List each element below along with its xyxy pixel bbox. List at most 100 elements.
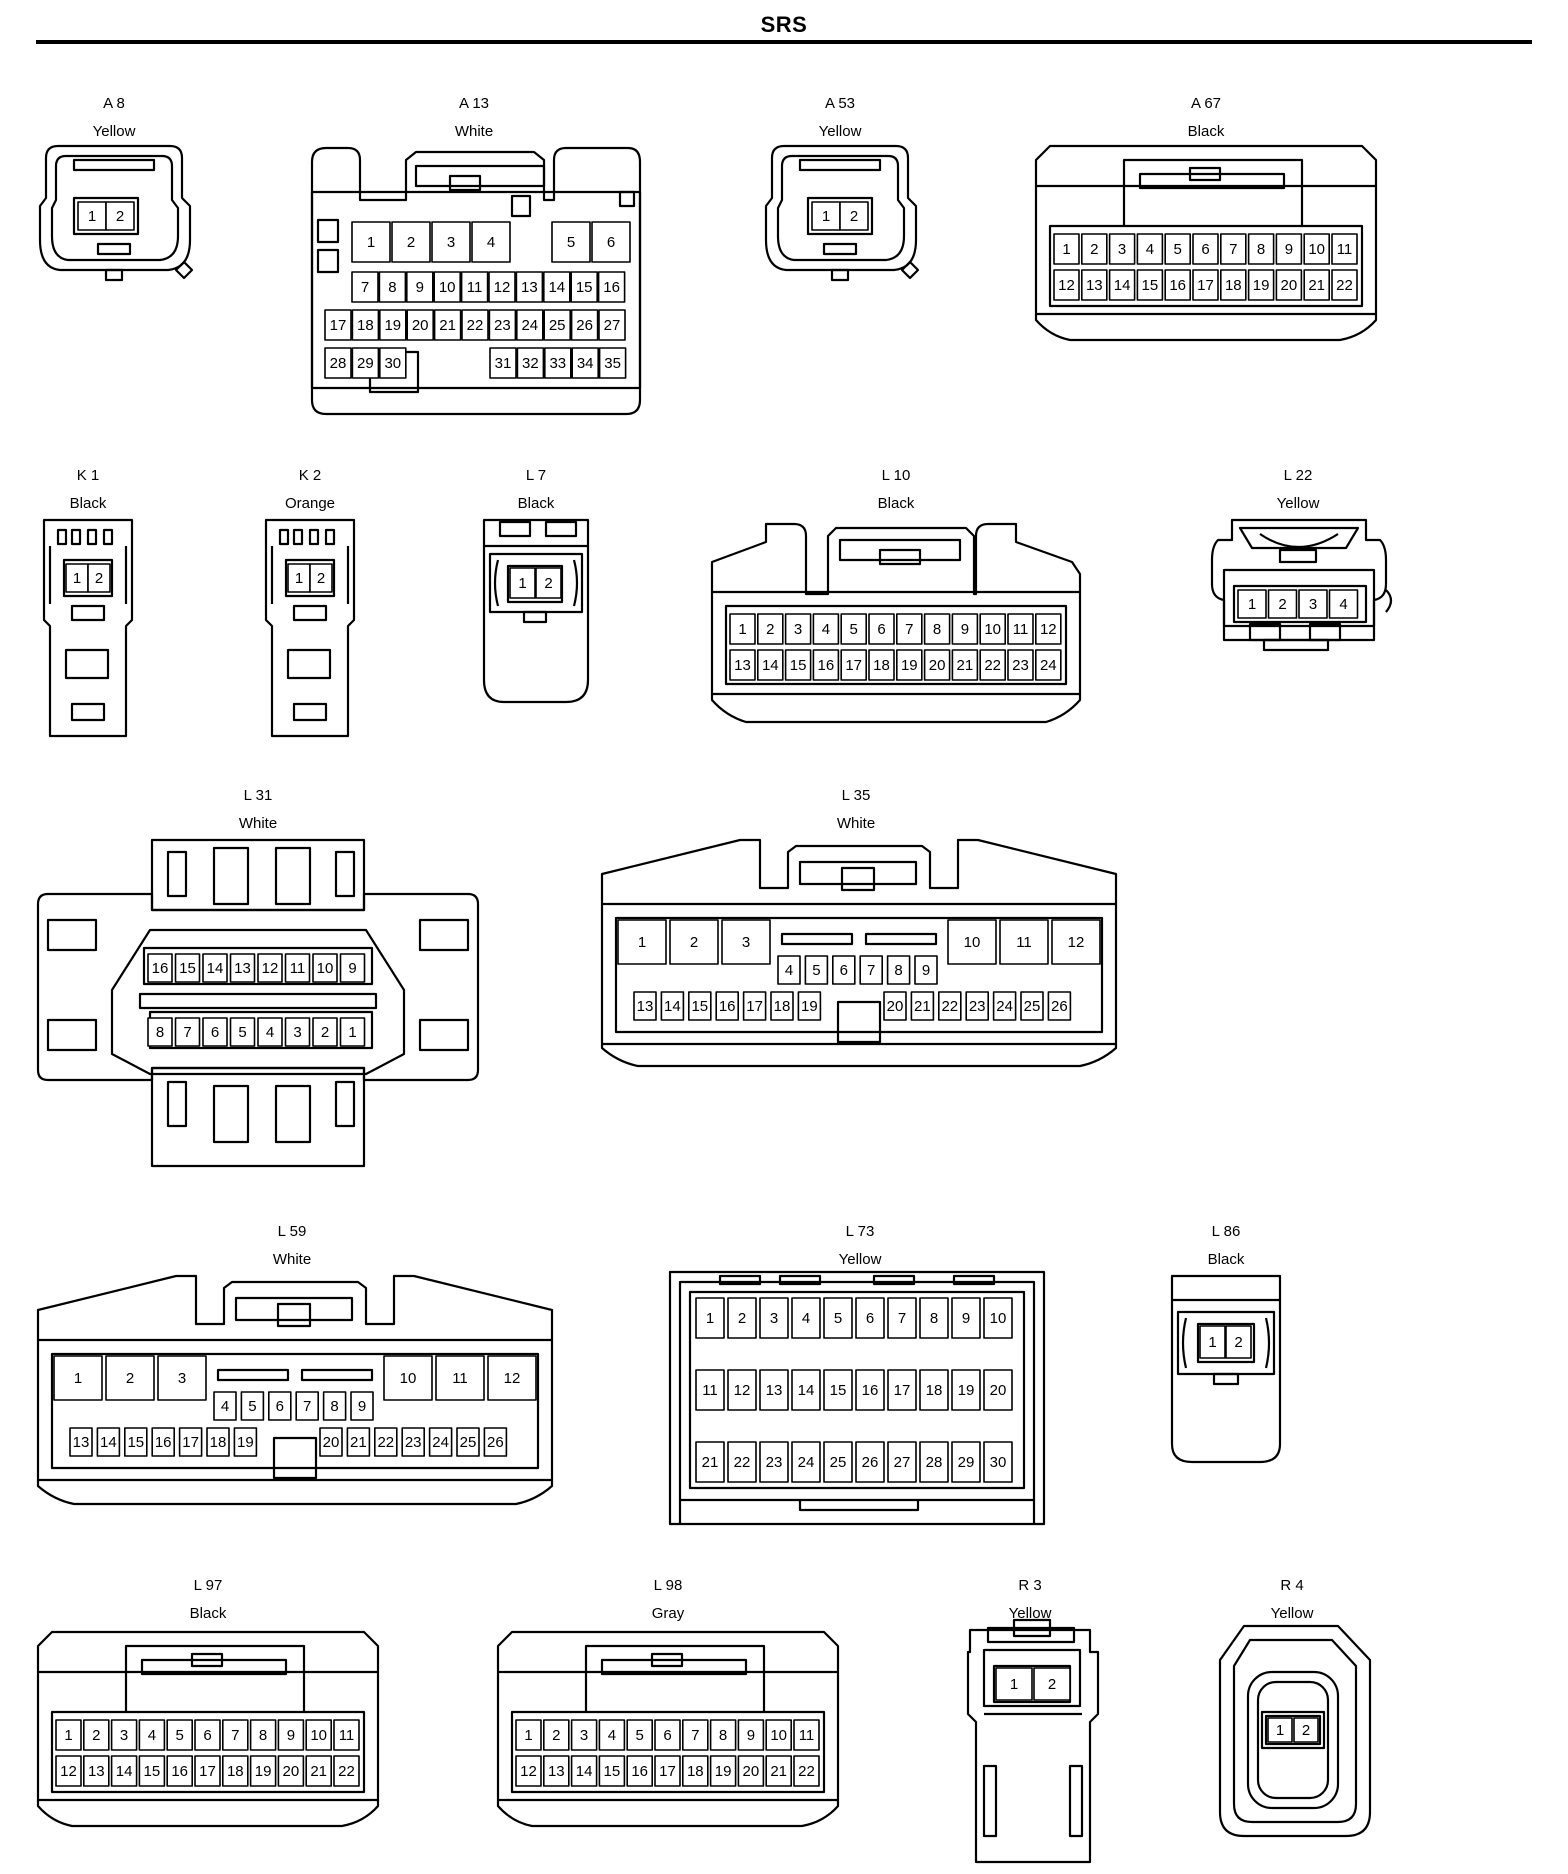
pin-number: 24 [1040,657,1057,674]
pin-cell: 9 [350,1391,374,1421]
pin-cell: 8 [147,1017,173,1047]
pin-number: 8 [930,1310,938,1327]
pin-number: 14 [798,1382,815,1399]
pin-cell: 19 [233,1427,258,1457]
pin-cell: 10 [433,271,462,303]
pin-cell: 2 [756,613,784,645]
pin-cell: 20 [883,991,907,1021]
pin-number: 27 [604,317,621,334]
pin-cell: 8 [1247,233,1275,265]
pin-cell: 22 [1331,269,1358,301]
connector-color: Black [878,495,915,512]
connector-color: Black [190,1605,227,1622]
pin-cell: 19 [895,649,923,681]
pin-cell: 19 [709,1755,737,1787]
pin-number: 9 [287,1727,295,1744]
pin-number: 16 [719,998,736,1015]
pin-number: 15 [179,960,196,977]
pin-number: 10 [317,960,334,977]
pin-number: 22 [467,317,484,334]
pin-cell: 20 [1275,269,1303,301]
pin-cell: 13 [515,271,544,303]
pin-cell: 22 [937,991,962,1021]
pin-cell: 6 [202,1017,228,1047]
pin-number: 8 [933,621,941,638]
pin-number: 9 [747,1727,755,1744]
pin-number: 2 [544,575,552,592]
pin-number: 4 [785,962,793,979]
pin-cell: 12 [1035,613,1062,645]
pin-number: 15 [576,279,593,296]
pin-cell: 6 [591,221,631,263]
pin-cell: 1 [695,1297,725,1339]
pin-cell: 9 [914,955,938,985]
pin-cell: 4 [791,1297,821,1339]
pin-cell: 15 [823,1369,853,1411]
pin-number: 35 [604,355,621,372]
pin-number: 22 [798,1763,815,1780]
pin-number: 4 [266,1024,274,1041]
pin-number: 22 [734,1454,751,1471]
pin-number: 14 [576,1763,593,1780]
pin-number: 6 [663,1727,671,1744]
pin-cell: 21 [951,649,979,681]
pin-number: 15 [790,657,807,674]
pin-cell: 34 [571,347,600,379]
pin-cell: 26 [570,309,599,341]
connector-color: White [455,123,493,140]
pin-cell: 9 [277,1719,305,1751]
connector-id: A 8 [103,95,125,112]
pin-cell: 11 [460,271,489,303]
pin-cell: 25 [543,309,572,341]
pin-number: 2 [317,570,325,587]
pin-cell: 31 [489,347,517,379]
pin-number: 7 [361,279,369,296]
pin-number: 12 [262,960,279,977]
pin-cell: 3 [721,919,771,965]
pin-number: 5 [850,621,858,638]
pin-cell: 16 [151,1427,175,1457]
pin-number: 2 [1234,1334,1242,1351]
pin-cell: 6 [654,1719,681,1751]
pin-number: 7 [1229,241,1237,258]
connector-l10: L 10 Black [710,467,1082,724]
pin-cell: 18 [222,1755,249,1787]
pin-number: 20 [929,657,946,674]
pin-number: 6 [866,1310,874,1327]
pin-number: 2 [1090,241,1098,258]
pin-number: 7 [303,1398,311,1415]
pin-number: 13 [234,960,251,977]
pin-number: 16 [818,657,835,674]
connector-a13: A 13 White [310,95,642,416]
pin-number: 19 [958,1382,975,1399]
pin-cell: 12 [515,1755,542,1787]
pin-cell: 7 [859,955,884,985]
pin-cell: 20 [923,649,951,681]
pin-number: 15 [144,1763,161,1780]
connector-k1: K 1 Black [42,467,134,738]
pin-cell: 13 [229,953,256,983]
pin-number: 19 [255,1763,272,1780]
pin-number: 21 [439,317,456,334]
pin-cell: 2 [727,1297,757,1339]
pin-number: 16 [155,1434,172,1451]
pin-cell: 14 [202,953,228,983]
pin-cell: 15 [174,953,201,983]
pin-number: 2 [850,208,858,225]
pin-number: 26 [576,317,593,334]
pin-cell: 2 [839,201,869,231]
pin-number: 20 [323,1434,340,1451]
page-title: SRS [760,12,808,37]
pin-cell: 8 [923,613,951,645]
pin-number: 11 [339,1727,355,1744]
pin-cell: 2 [87,563,111,593]
pin-cell: 5 [840,613,868,645]
pin-cell: 16 [597,271,626,303]
pin-number: 12 [60,1763,77,1780]
connector-l7: L 7 Black [482,467,590,704]
pin-number: 17 [845,657,862,674]
pin-number: 9 [961,621,969,638]
pin-number: 17 [1197,277,1214,294]
pin-number: 17 [659,1763,676,1780]
